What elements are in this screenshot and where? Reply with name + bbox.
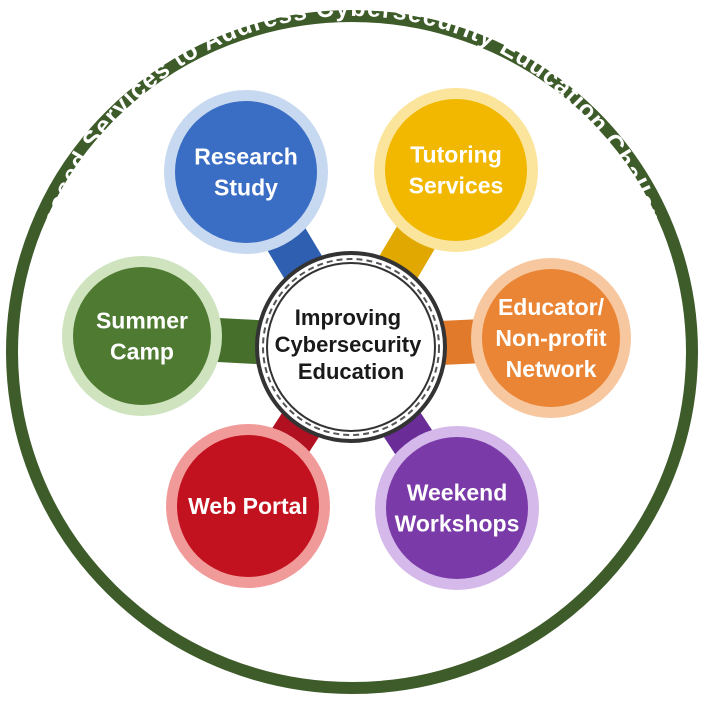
node-label-line: Study [214, 175, 278, 201]
node-web-portal: Web Portal [166, 424, 330, 588]
center-hub: Improving Cybersecurity Education [255, 251, 447, 443]
node-label-line: Camp [110, 339, 174, 365]
node-label-line: Summer [96, 308, 188, 334]
node-label-line: Network [506, 356, 597, 382]
node-core [386, 437, 528, 579]
center-line-2: Cybersecurity [275, 332, 423, 357]
node-label-line: Research [194, 144, 298, 170]
center-dashed-ring [262, 258, 440, 436]
node-label-line: Educator/ [498, 294, 605, 320]
node-label-line: Services [409, 173, 504, 199]
node-label: Web Portal [188, 493, 308, 519]
center-inner-circle [266, 262, 436, 432]
node-core [175, 101, 317, 243]
node-label-line: Tutoring [410, 142, 502, 168]
node-core [385, 99, 527, 241]
center-line-1: Improving [295, 305, 401, 330]
node-core [482, 269, 620, 407]
node-label-line: Web Portal [188, 493, 308, 519]
center-label: Improving Cybersecurity Education [275, 305, 428, 384]
node-core [73, 267, 211, 405]
node-label-line: Non-profit [495, 325, 606, 351]
node-label-line: Weekend [407, 480, 508, 506]
node-core [177, 435, 319, 577]
node-label-line: Workshops [395, 511, 520, 537]
center-line-3: Education [298, 359, 404, 384]
